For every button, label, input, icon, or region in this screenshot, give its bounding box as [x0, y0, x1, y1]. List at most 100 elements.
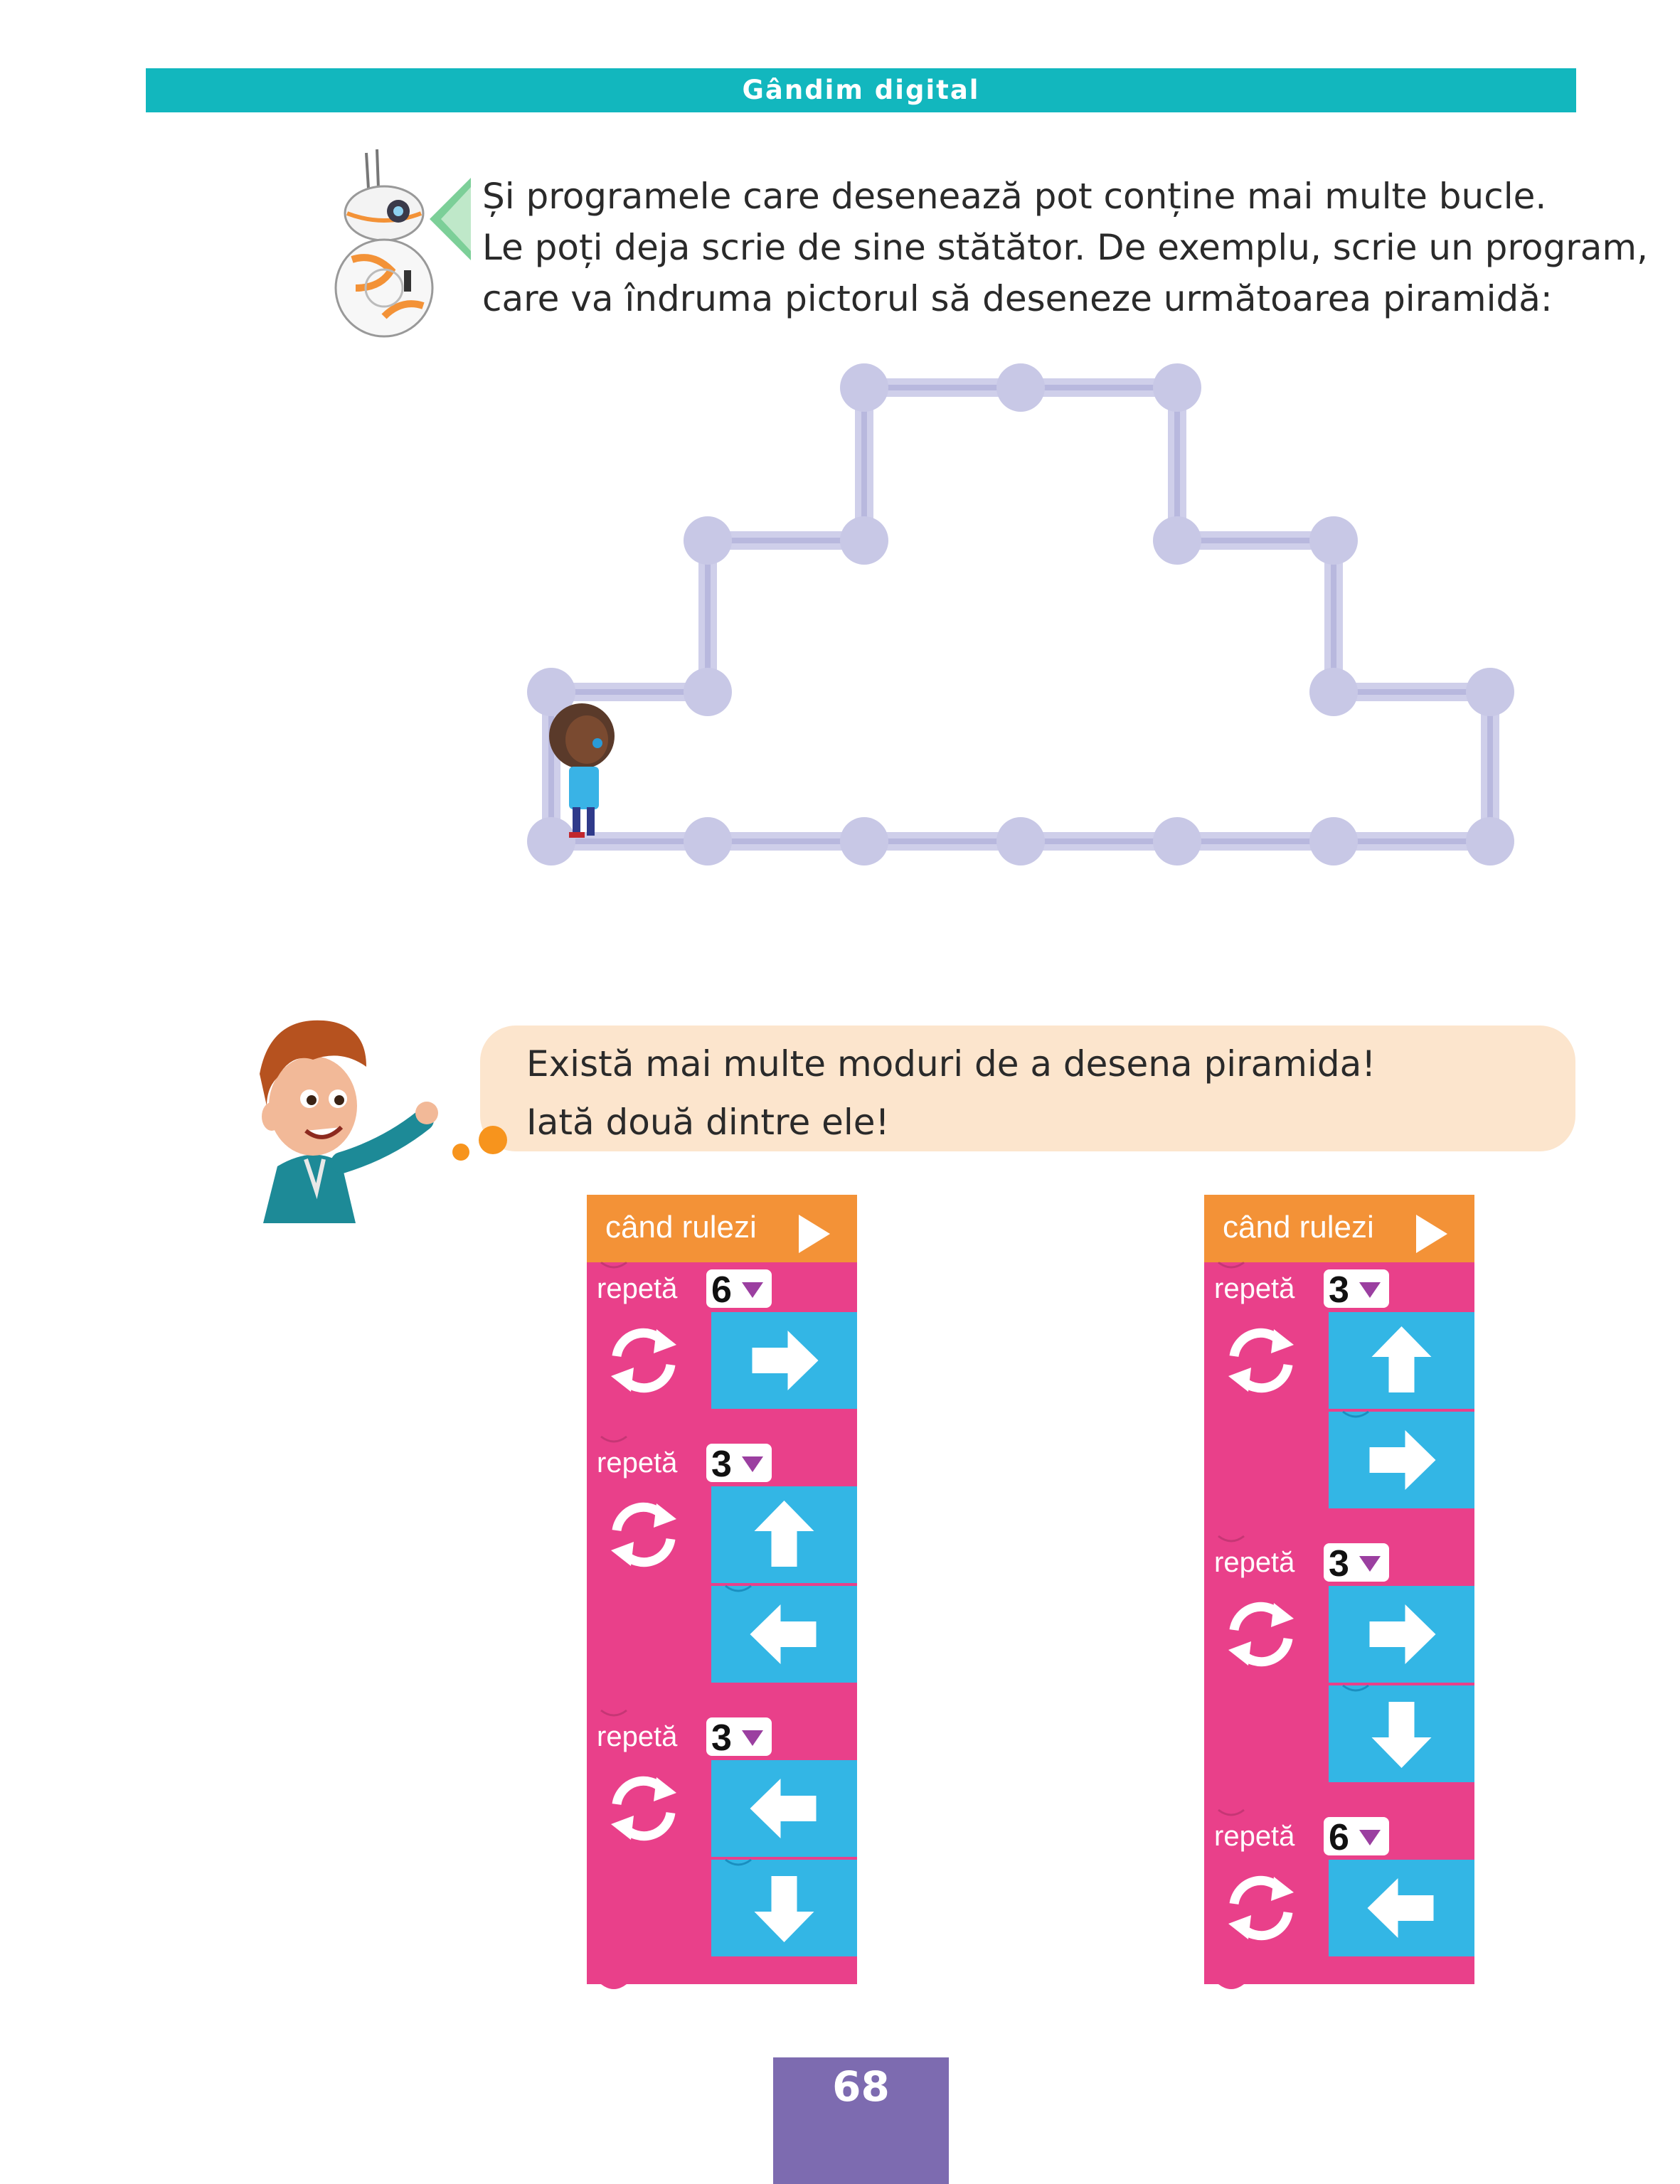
- path-node: [1309, 516, 1358, 565]
- path-node: [1153, 363, 1201, 412]
- path-node: [1466, 668, 1514, 716]
- count-field: [706, 1444, 772, 1482]
- path-node: [996, 363, 1045, 412]
- path-node: [1153, 516, 1201, 565]
- arrow-up-icon: [1371, 1326, 1432, 1392]
- move-block: [1329, 1860, 1474, 1956]
- path-node: [684, 668, 732, 716]
- section-header: Gândim digital: [146, 68, 1576, 112]
- move-block: [711, 1584, 857, 1683]
- dropdown-icon: [742, 1456, 763, 1472]
- count-value: 3: [1329, 1269, 1349, 1311]
- path-node: [1309, 817, 1358, 865]
- dropdown-icon: [1359, 1830, 1381, 1845]
- count-value: 3: [711, 1444, 732, 1485]
- path-node: [684, 817, 732, 865]
- arrow-right-icon: [1369, 1604, 1436, 1664]
- move-block: [711, 1760, 857, 1857]
- repeat-block: repetă 3: [1204, 1261, 1474, 1536]
- path-node: [840, 363, 888, 412]
- path-node: [1153, 817, 1201, 865]
- loop-icon: [611, 1502, 676, 1567]
- move-block: [1329, 1586, 1474, 1683]
- dropdown-icon: [1359, 1282, 1381, 1298]
- count-value: 6: [711, 1269, 732, 1311]
- count-field: [706, 1717, 772, 1756]
- speech-bubble: [480, 1026, 1575, 1151]
- loop-icon: [1228, 1602, 1294, 1667]
- repeat-label: repetă: [1214, 1821, 1295, 1852]
- pyramid-path: [542, 378, 1499, 851]
- code-program-2: când rulezi repetă 3 repetă 3 repetă 6: [1204, 1195, 1474, 1989]
- move-block: [1329, 1312, 1474, 1409]
- count-value: 3: [711, 1717, 732, 1759]
- repeat-label: repetă: [597, 1721, 678, 1752]
- move-block: [1329, 1410, 1474, 1508]
- path-node: [840, 817, 888, 865]
- play-icon: [1416, 1215, 1447, 1253]
- repeat-block: repetă 3: [1204, 1535, 1474, 1810]
- path-node: [527, 668, 575, 716]
- path-node: [996, 817, 1045, 865]
- intro-line: Și programele care desenează pot conține…: [482, 176, 1547, 217]
- thought-dot: [452, 1144, 469, 1161]
- robot-mascot-icon: [334, 149, 434, 338]
- pyramid-drawing: [527, 363, 1514, 865]
- page-number: 68: [773, 2057, 949, 2184]
- count-field: [1324, 1543, 1389, 1582]
- move-block: [711, 1858, 857, 1956]
- repeat-block: repetă 6: [587, 1261, 857, 1437]
- start-block: când rulezi: [1204, 1195, 1474, 1262]
- arrow-right-icon: [1369, 1430, 1436, 1490]
- intro-paragraph: Și programele care desenează pot conține…: [482, 171, 1648, 324]
- speech-pointer-icon: [430, 178, 471, 260]
- painter-character-icon: [549, 703, 615, 838]
- count-value: 3: [1329, 1543, 1349, 1584]
- play-icon: [799, 1215, 830, 1253]
- count-value: 6: [1329, 1817, 1349, 1858]
- count-field: [1324, 1817, 1389, 1855]
- count-field: [1324, 1269, 1389, 1308]
- boy-character-icon: [260, 1020, 438, 1223]
- repeat-block: repetă 6: [1204, 1809, 1474, 1984]
- start-label: când rulezi: [605, 1210, 757, 1245]
- intro-line: Le poți deja scrie de sine stătător. De …: [482, 227, 1648, 268]
- arrow-down-icon: [754, 1876, 814, 1942]
- path-node: [684, 516, 732, 565]
- arrow-right-icon: [752, 1331, 819, 1390]
- repeat-label: repetă: [1214, 1547, 1295, 1578]
- loop-icon: [1228, 1875, 1294, 1941]
- path-node: [840, 516, 888, 565]
- bubble-text: Există mai multe moduri de a desena pira…: [526, 1035, 1558, 1151]
- bubble-line: Există mai multe moduri de a desena pira…: [526, 1043, 1376, 1085]
- arrow-up-icon: [754, 1501, 814, 1567]
- dropdown-icon: [742, 1730, 763, 1746]
- thought-dot: [479, 1126, 507, 1154]
- repeat-label: repetă: [597, 1273, 678, 1304]
- arrow-down-icon: [1371, 1702, 1432, 1768]
- loop-icon: [611, 1776, 676, 1841]
- move-block: [1329, 1684, 1474, 1782]
- repeat-block: repetă 3: [587, 1709, 857, 1984]
- start-label: când rulezi: [1223, 1210, 1374, 1245]
- code-program-1: când rulezi repetă 6 repetă 3 repetă 3: [587, 1195, 857, 1989]
- path-node: [527, 817, 575, 865]
- loop-icon: [1228, 1328, 1294, 1393]
- repeat-label: repetă: [597, 1447, 678, 1479]
- path-node: [1309, 668, 1358, 716]
- arrow-left-icon: [750, 1779, 817, 1838]
- move-block: [711, 1312, 857, 1409]
- dropdown-icon: [1359, 1556, 1381, 1572]
- bubble-line: Iată două dintre ele!: [526, 1102, 890, 1143]
- arrow-left-icon: [1367, 1878, 1434, 1938]
- loop-icon: [611, 1328, 676, 1393]
- count-field: [706, 1269, 772, 1308]
- move-block: [711, 1486, 857, 1583]
- intro-line: care va îndruma pictorul să deseneze urm…: [482, 278, 1553, 319]
- dropdown-icon: [742, 1282, 763, 1298]
- repeat-label: repetă: [1214, 1273, 1295, 1304]
- repeat-block: repetă 3: [587, 1435, 857, 1710]
- path-node: [1466, 817, 1514, 865]
- arrow-left-icon: [750, 1604, 817, 1664]
- start-block: când rulezi: [587, 1195, 857, 1262]
